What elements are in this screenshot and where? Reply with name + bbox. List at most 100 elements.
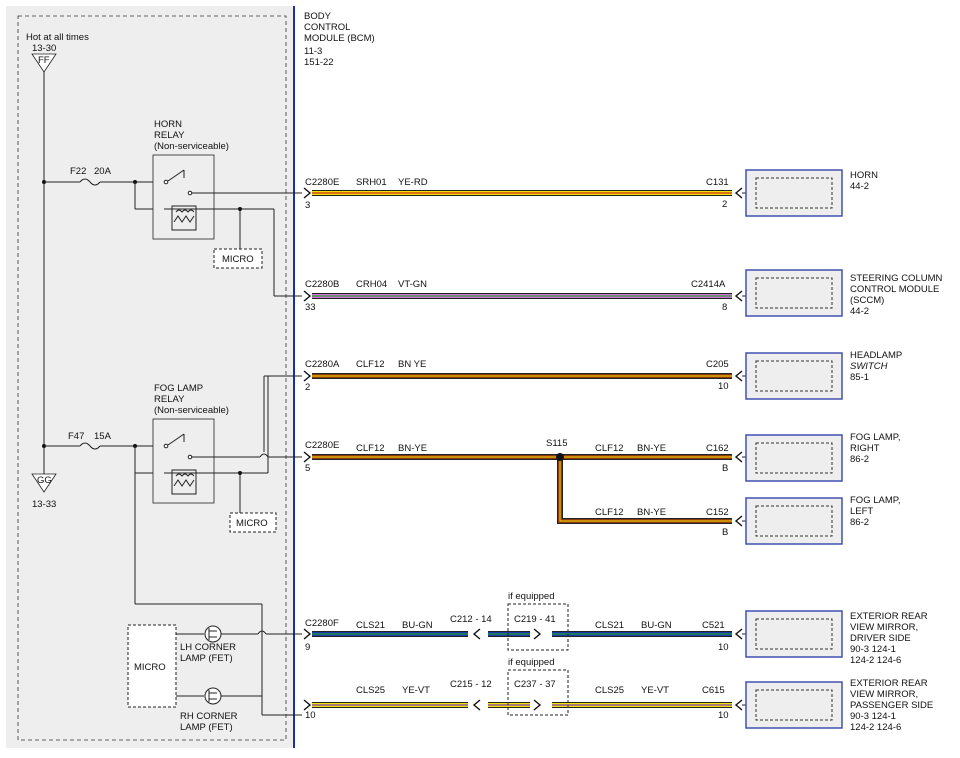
horn-wire-start-arrow-icon	[303, 187, 312, 199]
driver-mirror-component-box-inner	[755, 618, 833, 650]
ff-tag-icon: FF	[31, 53, 57, 73]
driver-mirror-end-connector: C521	[702, 620, 725, 631]
rh-corner-lamp-label-1: RH CORNER	[180, 711, 238, 722]
horn-component-box	[745, 169, 843, 217]
driver-mirror-bcm-pin: 9	[305, 642, 310, 653]
fog-right-component-box	[745, 434, 843, 482]
passenger-mirror-label-3: PASSENGER SIDE	[850, 700, 933, 711]
driver-mirror-wire-end-arrow-icon	[734, 628, 743, 640]
headlamp-wire-start-arrow-icon	[303, 370, 312, 382]
horn-wire-end-arrow-icon	[734, 187, 743, 199]
headlamp-wire-end-arrow-icon	[734, 370, 743, 382]
horn-wire-color: YE-RD	[398, 177, 428, 188]
sccm-wire-start-arrow-icon	[303, 290, 312, 302]
passenger-mirror-wire-inline-arrow-a-icon	[472, 699, 481, 711]
fog-right-component-box-inner	[755, 442, 833, 474]
passenger-mirror-wire-inline-arrow-b-icon	[533, 699, 542, 711]
fog-right-label-1: FOG LAMP,	[850, 432, 901, 443]
fog-relay-title-1: FOG LAMP	[154, 383, 203, 394]
driver-mirror-label-4: 90-3 124-1	[850, 644, 896, 655]
fog-relay-title-3: (Non-serviceable)	[154, 405, 229, 416]
passenger-mirror-end-connector: C615	[702, 685, 725, 696]
fog-right-bcm-connector: C2280E	[305, 440, 339, 451]
sccm-label-1: STEERING COLUMN	[850, 273, 943, 284]
headlamp-switch-component-box-inner	[755, 360, 833, 392]
driver-mirror-option-connector: C219 - 41	[514, 614, 556, 625]
sccm-wire-end-arrow-icon	[734, 290, 743, 302]
fog-right-label-3: 86-2	[850, 454, 869, 465]
driver-mirror-option-label: if equipped	[508, 591, 554, 602]
sccm-component-box	[745, 269, 843, 317]
fog-left-label-1: FOG LAMP,	[850, 495, 901, 506]
bcm-inner-boundary	[17, 15, 287, 741]
sccm-end-pin: 8	[722, 302, 727, 313]
sccm-label-2: CONTROL MODULE	[850, 284, 939, 295]
horn-bcm-connector: C2280E	[305, 177, 339, 188]
fog-left-component-box	[745, 497, 843, 545]
horn-component-box-inner	[755, 177, 833, 209]
sccm-circuit: CRH04	[356, 279, 387, 290]
rh-corner-lamp-icon	[204, 687, 222, 705]
sccm-bcm-connector: C2280B	[305, 279, 339, 290]
bcm-ref-2: 151-22	[304, 57, 334, 68]
fog-left-wire-color: BN-YE	[637, 507, 666, 518]
passenger-mirror-circuit-a: CLS25	[356, 685, 385, 696]
horn-label-1: HORN	[850, 170, 878, 181]
passenger-mirror-bcm-pin: 10	[305, 710, 316, 721]
headlamp-switch-component-box	[745, 352, 843, 400]
fog-micro-label: MICRO	[236, 518, 268, 529]
fog-left-component-box-inner	[755, 505, 833, 537]
driver-mirror-end-pin: 10	[718, 642, 729, 653]
driver-mirror-wire-color-b: BU-GN	[641, 620, 672, 631]
passenger-mirror-component-box-inner	[755, 689, 833, 721]
driver-mirror-option-box	[507, 603, 569, 651]
component-group	[745, 169, 843, 729]
horn-bcm-pin: 3	[305, 200, 310, 211]
bcm-title-line-2: CONTROL	[304, 22, 350, 33]
passenger-mirror-component-box	[745, 681, 843, 729]
driver-mirror-circuit-a: CLS21	[356, 620, 385, 631]
fog-right-wire-end-arrow-icon	[734, 451, 743, 463]
passenger-mirror-wire-start-arrow-icon	[303, 699, 312, 711]
horn-end-pin: 2	[722, 199, 727, 210]
sccm-label-4: 44-2	[850, 306, 869, 317]
bcm-title-line-3: MODULE (BCM)	[304, 33, 375, 44]
wire-group	[303, 187, 750, 711]
gg-tag-icon: GG	[31, 473, 57, 493]
passenger-mirror-label-4: 90-3 124-1	[850, 711, 896, 722]
lh-corner-lamp-icon	[204, 625, 222, 643]
splice-label: S115	[546, 438, 567, 449]
fog-fuse-label: F47	[68, 431, 84, 442]
horn-relay-title-2: RELAY	[154, 130, 185, 141]
passenger-mirror-label-1: EXTERIOR REAR	[850, 678, 928, 689]
fog-fuse-amps: 15A	[94, 431, 112, 442]
passenger-mirror-wire-color-b: YE-VT	[641, 685, 669, 696]
driver-mirror-component-box	[745, 610, 843, 658]
passenger-mirror-wire-end-arrow-icon	[734, 699, 743, 711]
bcm-fill	[6, 6, 294, 748]
component-labels: HORN 44-2 STEERING COLUMN CONTROL MODULE…	[850, 170, 943, 733]
driver-mirror-wire-inline-arrow-b-icon	[533, 628, 542, 640]
headlamp-end-pin: 10	[718, 381, 729, 392]
passenger-mirror-label-2: VIEW MIRROR,	[850, 689, 918, 700]
horn-micro-label: MICRO	[222, 254, 254, 265]
fog-right-wire-color-a: BN-YE	[398, 443, 427, 454]
driver-mirror-label-1: EXTERIOR REAR	[850, 611, 928, 622]
fog-relay-icon	[152, 418, 215, 504]
fog-relay-title-2: RELAY	[154, 394, 185, 405]
fog-left-wire-end-arrow-icon	[734, 515, 743, 527]
svg-text:FF: FF	[38, 55, 50, 66]
driver-mirror-label-5: 124-2 124-6	[850, 655, 901, 666]
sccm-component-box-inner	[755, 277, 833, 309]
headlamp-end-connector: C205	[706, 359, 729, 370]
driver-mirror-inline-connector: C212 - 14	[450, 614, 492, 625]
passenger-mirror-wire-color-a: YE-VT	[402, 685, 430, 696]
headlamp-label-1: HEADLAMP	[850, 350, 902, 361]
headlamp-label-2: SWITCH	[850, 361, 888, 372]
horn-circuit: SRH01	[356, 177, 387, 188]
fog-micro-box	[229, 512, 277, 533]
fuse-f22-icon	[79, 178, 101, 186]
driver-mirror-label-3: DRIVER SIDE	[850, 633, 911, 644]
horn-micro-box	[213, 248, 263, 269]
